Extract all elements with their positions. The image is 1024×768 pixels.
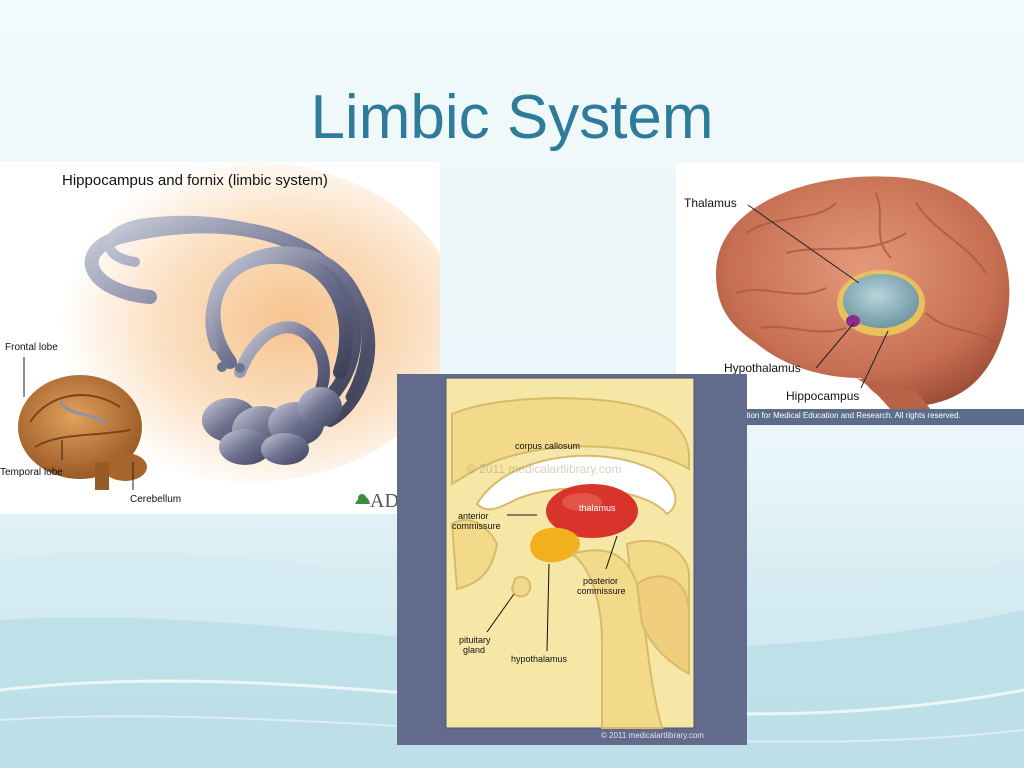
copyright-credit: ation for Medical Education and Research… [742,411,961,420]
thalamus-label: thalamus [579,503,616,513]
sagittal-brain-illustration [397,377,747,745]
hippocampus-fornix-figure: Hippocampus and fornix (limbic system) F… [0,162,440,514]
watermark: © 2011 medicalartlibrary.com [467,462,622,476]
hippocampus-label: Hippocampus [786,389,860,403]
corpus-callosum-label: corpus callosum [515,441,581,451]
hypothalamus-label: hypothalamus [511,654,568,664]
anterior-commissure-label-line1: anterior [458,511,489,521]
brain-thalamus-illustration [716,176,1024,425]
temporal-lobe-label: Temporal lobe [0,467,63,478]
figure-heading: Hippocampus and fornix (limbic system) [62,172,328,189]
pituitary-gland-label-line2: gland [463,645,486,655]
posterior-commissure-label-line2: commissure [577,586,626,596]
small-brain-drawing [18,357,147,490]
frontal-lobe-label: Frontal lobe [5,342,58,353]
posterior-commissure-label-line1: posterior [583,576,619,586]
pituitary-gland-label-line1: pituitary [459,635,491,645]
slide-title: Limbic System [310,83,714,152]
logo-text: AD [370,490,399,512]
anterior-commissure-label-line2: commissure [452,521,501,531]
copyright-credit: © 2011 medicalartlibrary.com [601,731,704,740]
hypothalamus-label: Hypothalamus [724,361,801,375]
adam-logo [355,494,370,504]
cerebellum-label: Cerebellum [130,494,182,505]
thalamus-label: Thalamus [684,196,737,210]
hippocampus-fornix-illustration [18,162,440,504]
sagittal-brain-figure: corpus callosum © 2011 medicalartlibrary… [397,374,747,745]
